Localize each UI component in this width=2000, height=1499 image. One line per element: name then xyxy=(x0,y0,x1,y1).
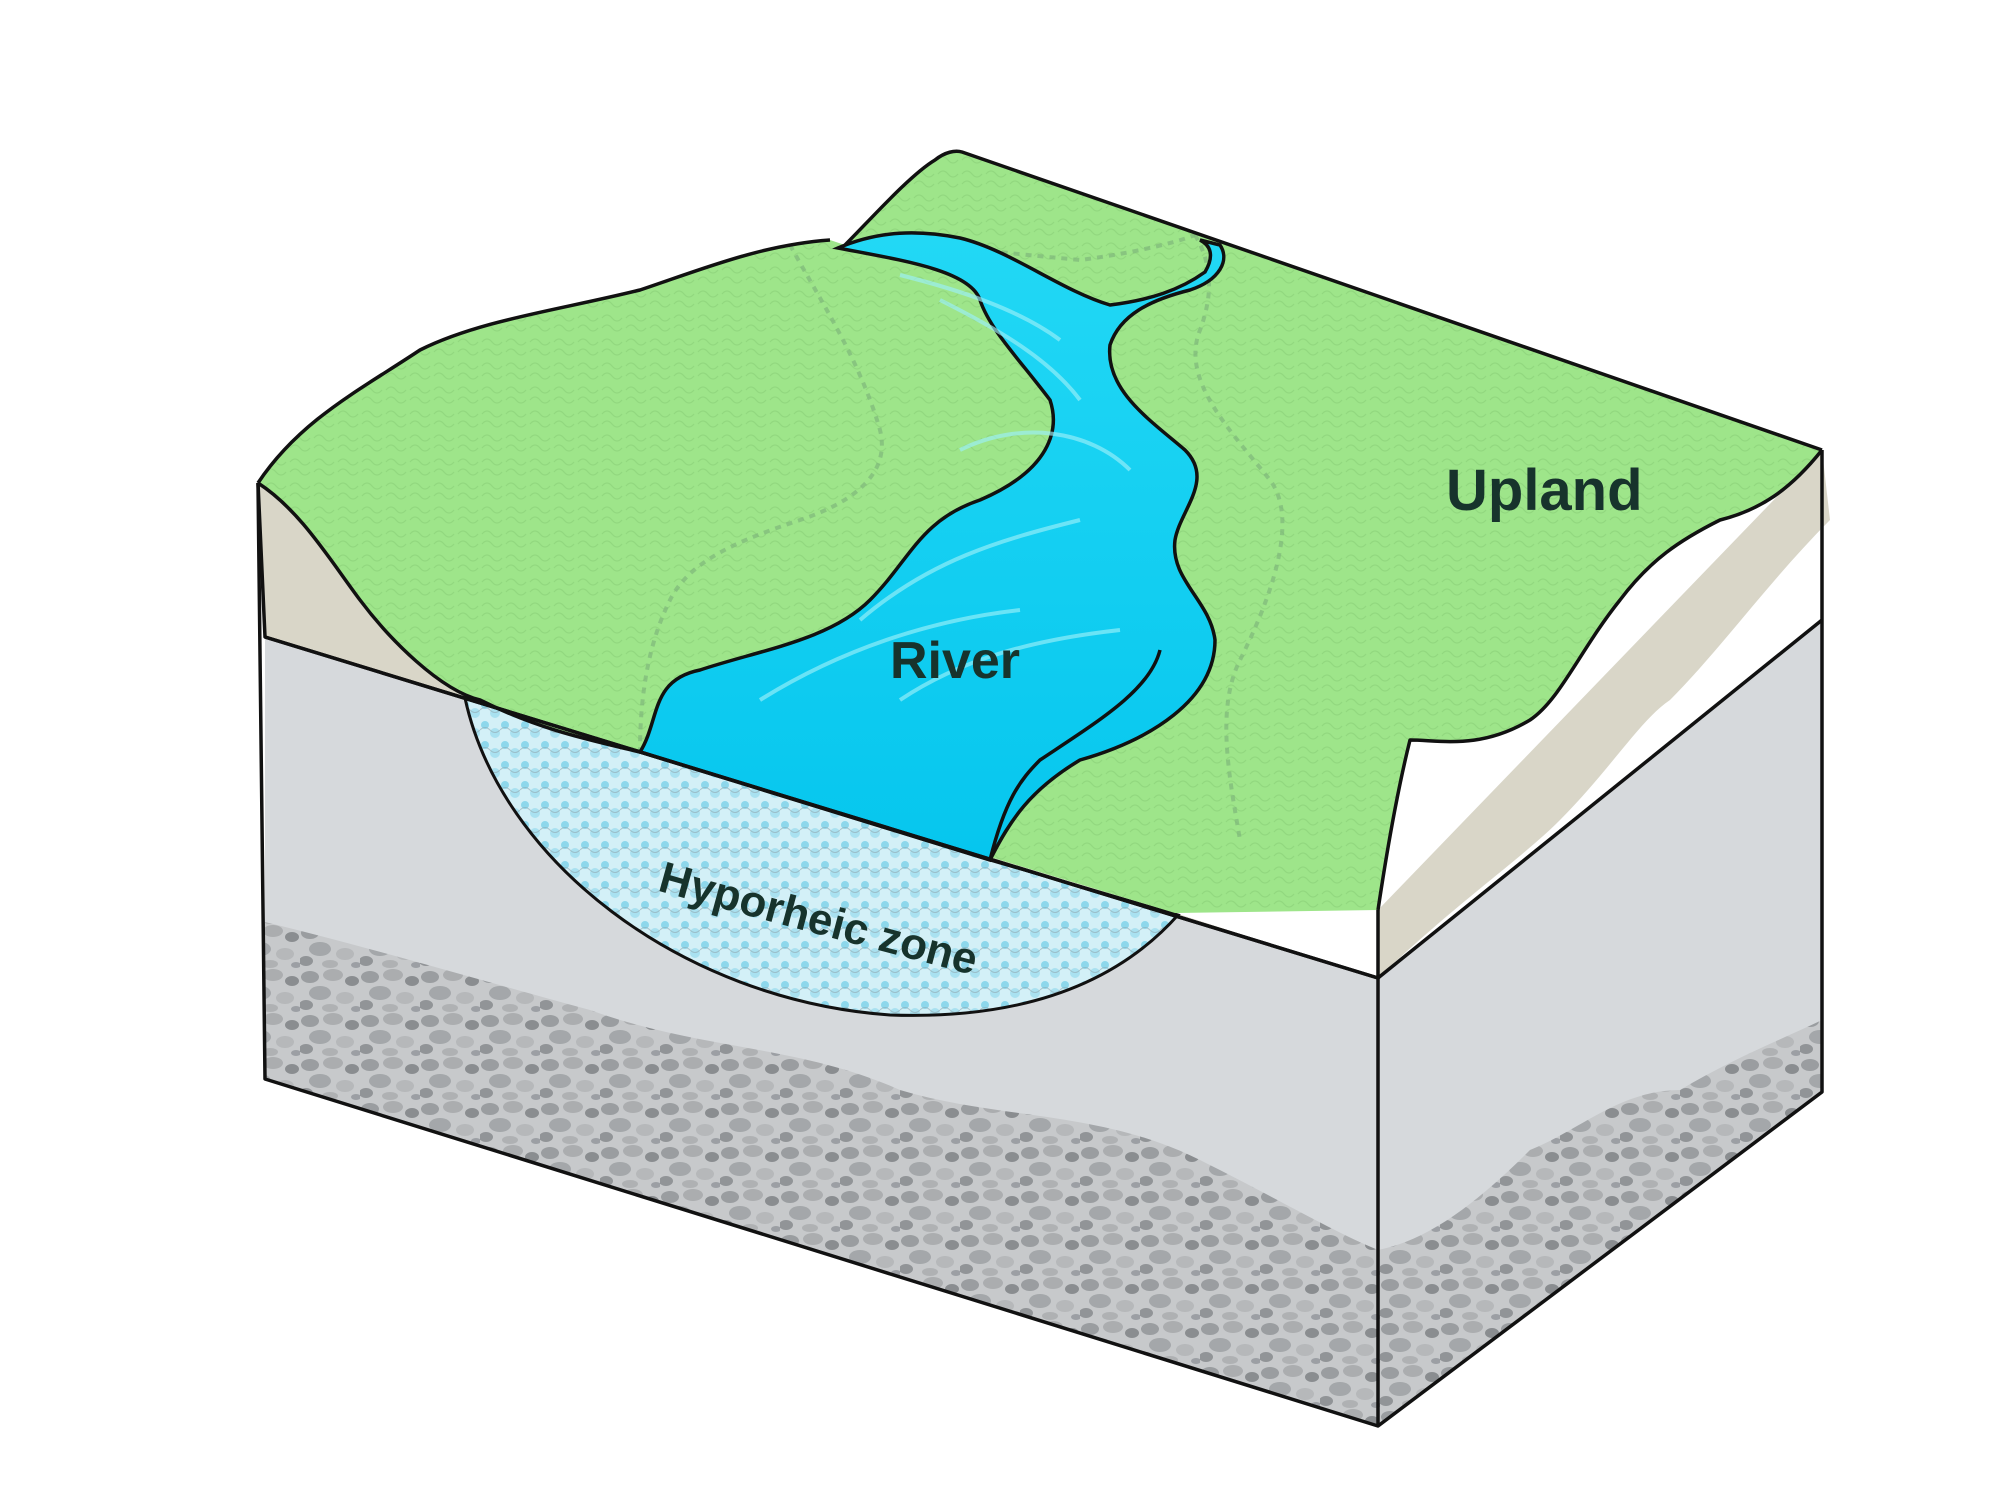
riparian-boundary-top xyxy=(894,233,1196,263)
hyporheic-zone-bowl xyxy=(462,695,1181,1017)
top-outline xyxy=(256,149,1823,484)
river xyxy=(637,231,1226,863)
river-channel xyxy=(637,231,1226,863)
right-soil-band xyxy=(1378,450,1830,978)
front-gravel-layer xyxy=(265,922,1378,1426)
right-bank-outline xyxy=(988,649,1162,861)
right-gravel-layer xyxy=(1378,1020,1822,1426)
soil-boundary-front xyxy=(264,635,1379,980)
riparian-boundary-right xyxy=(1193,233,1285,841)
right-face-soil-boundary xyxy=(1376,618,1824,980)
river-label: River xyxy=(890,632,1020,690)
right-face xyxy=(1378,450,1830,1426)
right-face-top-outline xyxy=(1376,448,1824,911)
left-bank-outline xyxy=(257,481,641,754)
river-flow-lines xyxy=(758,273,1132,702)
upland-label: Upland xyxy=(1446,458,1643,523)
riparian-boundary-left xyxy=(638,244,884,753)
block-outlines xyxy=(256,149,1824,1428)
